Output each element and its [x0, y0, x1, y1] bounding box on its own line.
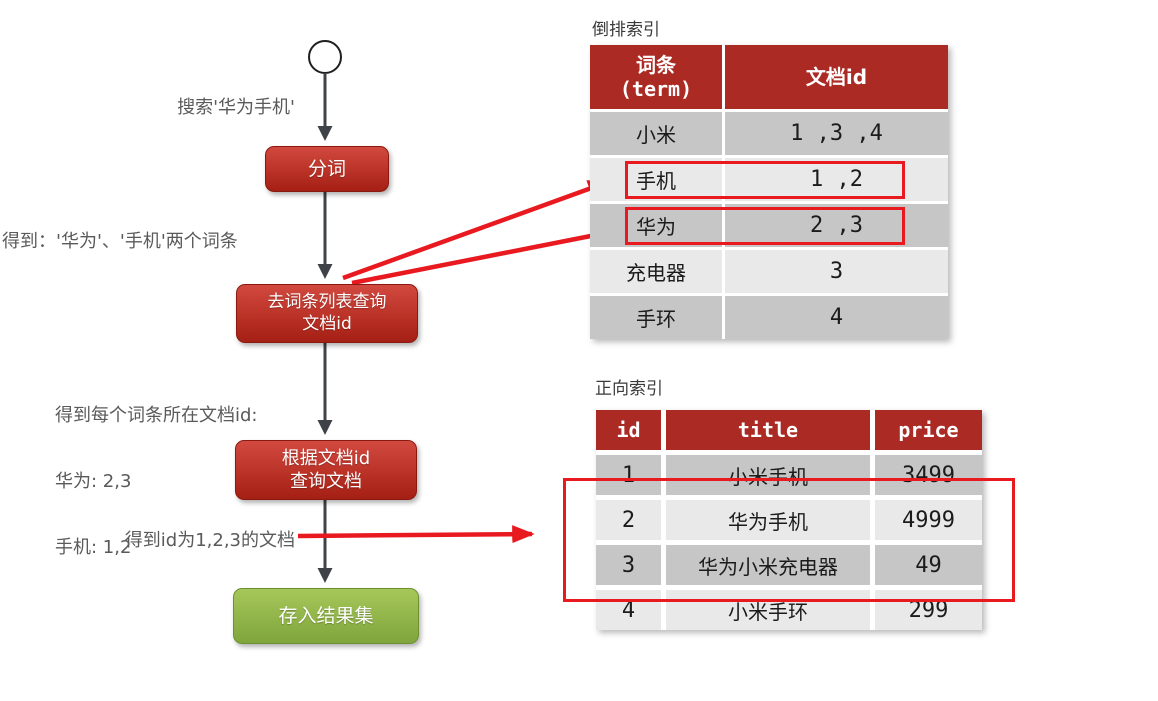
forward-row-id: 1 [596, 455, 661, 495]
node-query-docs-line1: 根据文档id [281, 447, 371, 469]
inverted-row-term: 手机 [590, 158, 722, 201]
inverted-row-docids: 2 ,3 [725, 204, 948, 247]
inverted-header-term-line2: (term) [619, 77, 693, 101]
forward-index-table: id title price 1 小米手机 3499 2 华为手机 4999 3… [596, 410, 982, 630]
node-query-docs-line2: 查询文档 [290, 471, 362, 492]
inverted-row-term: 小米 [590, 112, 722, 155]
label-docids-line3: 手机: 1,2 [55, 537, 132, 558]
red-arrow-to-forward-rows [297, 525, 535, 544]
inverted-row-term: 华为 [590, 204, 722, 247]
highlight-rect-shouji-row [625, 161, 905, 199]
forward-row-id: 3 [596, 545, 661, 585]
inverted-header-term: 词条 (term) [590, 45, 722, 109]
node-query-docs: 根据文档id 查询文档 [235, 440, 417, 500]
forward-index-title: 正向索引 [595, 379, 663, 399]
label-search-input: 搜索'华为手机' [177, 97, 295, 118]
inverted-row-docids: 3 [725, 250, 948, 293]
node-query-term-list: 去词条列表查询 文档id [236, 284, 418, 343]
label-docids-line2: 华为: 2,3 [55, 471, 132, 492]
label-terms-result: 得到：'华为'、'手机'两个词条 [2, 231, 238, 252]
forward-header-title: title [666, 410, 870, 450]
inverted-row-docids: 4 [725, 296, 948, 339]
forward-row-title: 小米手机 [666, 455, 870, 495]
inverted-header-docid: 文档id [725, 45, 948, 109]
forward-row-title: 华为小米充电器 [666, 545, 870, 585]
label-docs-result: 得到id为1,2,3的文档 [124, 530, 295, 551]
inverted-header-term-line1: 词条 [636, 53, 676, 77]
forward-row-price: 4999 [875, 500, 982, 540]
red-arrow-to-huawei-row [351, 225, 619, 286]
node-query-term-list-line1: 去词条列表查询 [267, 291, 387, 312]
label-docids-result: 得到每个词条所在文档id: 华为: 2,3 手机: 1,2 [55, 361, 258, 603]
label-docids-line1: 得到每个词条所在文档id: [55, 405, 258, 426]
forward-row-id: 2 [596, 500, 661, 540]
forward-row-price: 49 [875, 545, 982, 585]
inverted-row-term: 充电器 [590, 250, 722, 293]
forward-header-price: price [875, 410, 982, 450]
inverted-row-docids: 1 ,2 [725, 158, 948, 201]
inverted-row-docids: 1 ,3 ,4 [725, 112, 948, 155]
forward-row-id: 4 [596, 590, 661, 630]
highlight-rect-huawei-row [625, 207, 905, 245]
node-store-results: 存入结果集 [233, 588, 419, 644]
node-segment: 分词 [265, 146, 389, 192]
node-store-results-label: 存入结果集 [278, 604, 374, 627]
forward-header-id: id [596, 410, 661, 450]
inverted-row-term: 手环 [590, 296, 722, 339]
forward-row-title: 华为手机 [666, 500, 870, 540]
highlight-rect-forward-rows [563, 478, 1015, 602]
forward-row-title: 小米手环 [666, 590, 870, 630]
start-node [308, 40, 342, 74]
forward-row-price: 3499 [875, 455, 982, 495]
red-arrow-to-shouji-row [342, 179, 611, 281]
inverted-index-title: 倒排索引 [592, 20, 660, 40]
node-segment-label: 分词 [307, 157, 346, 180]
inverted-index-table: 词条 (term) 文档id 小米 1 ,3 ,4 手机 1 ,2 华为 2 ,… [590, 45, 948, 339]
node-query-term-list-line2: 文档id [302, 313, 352, 334]
